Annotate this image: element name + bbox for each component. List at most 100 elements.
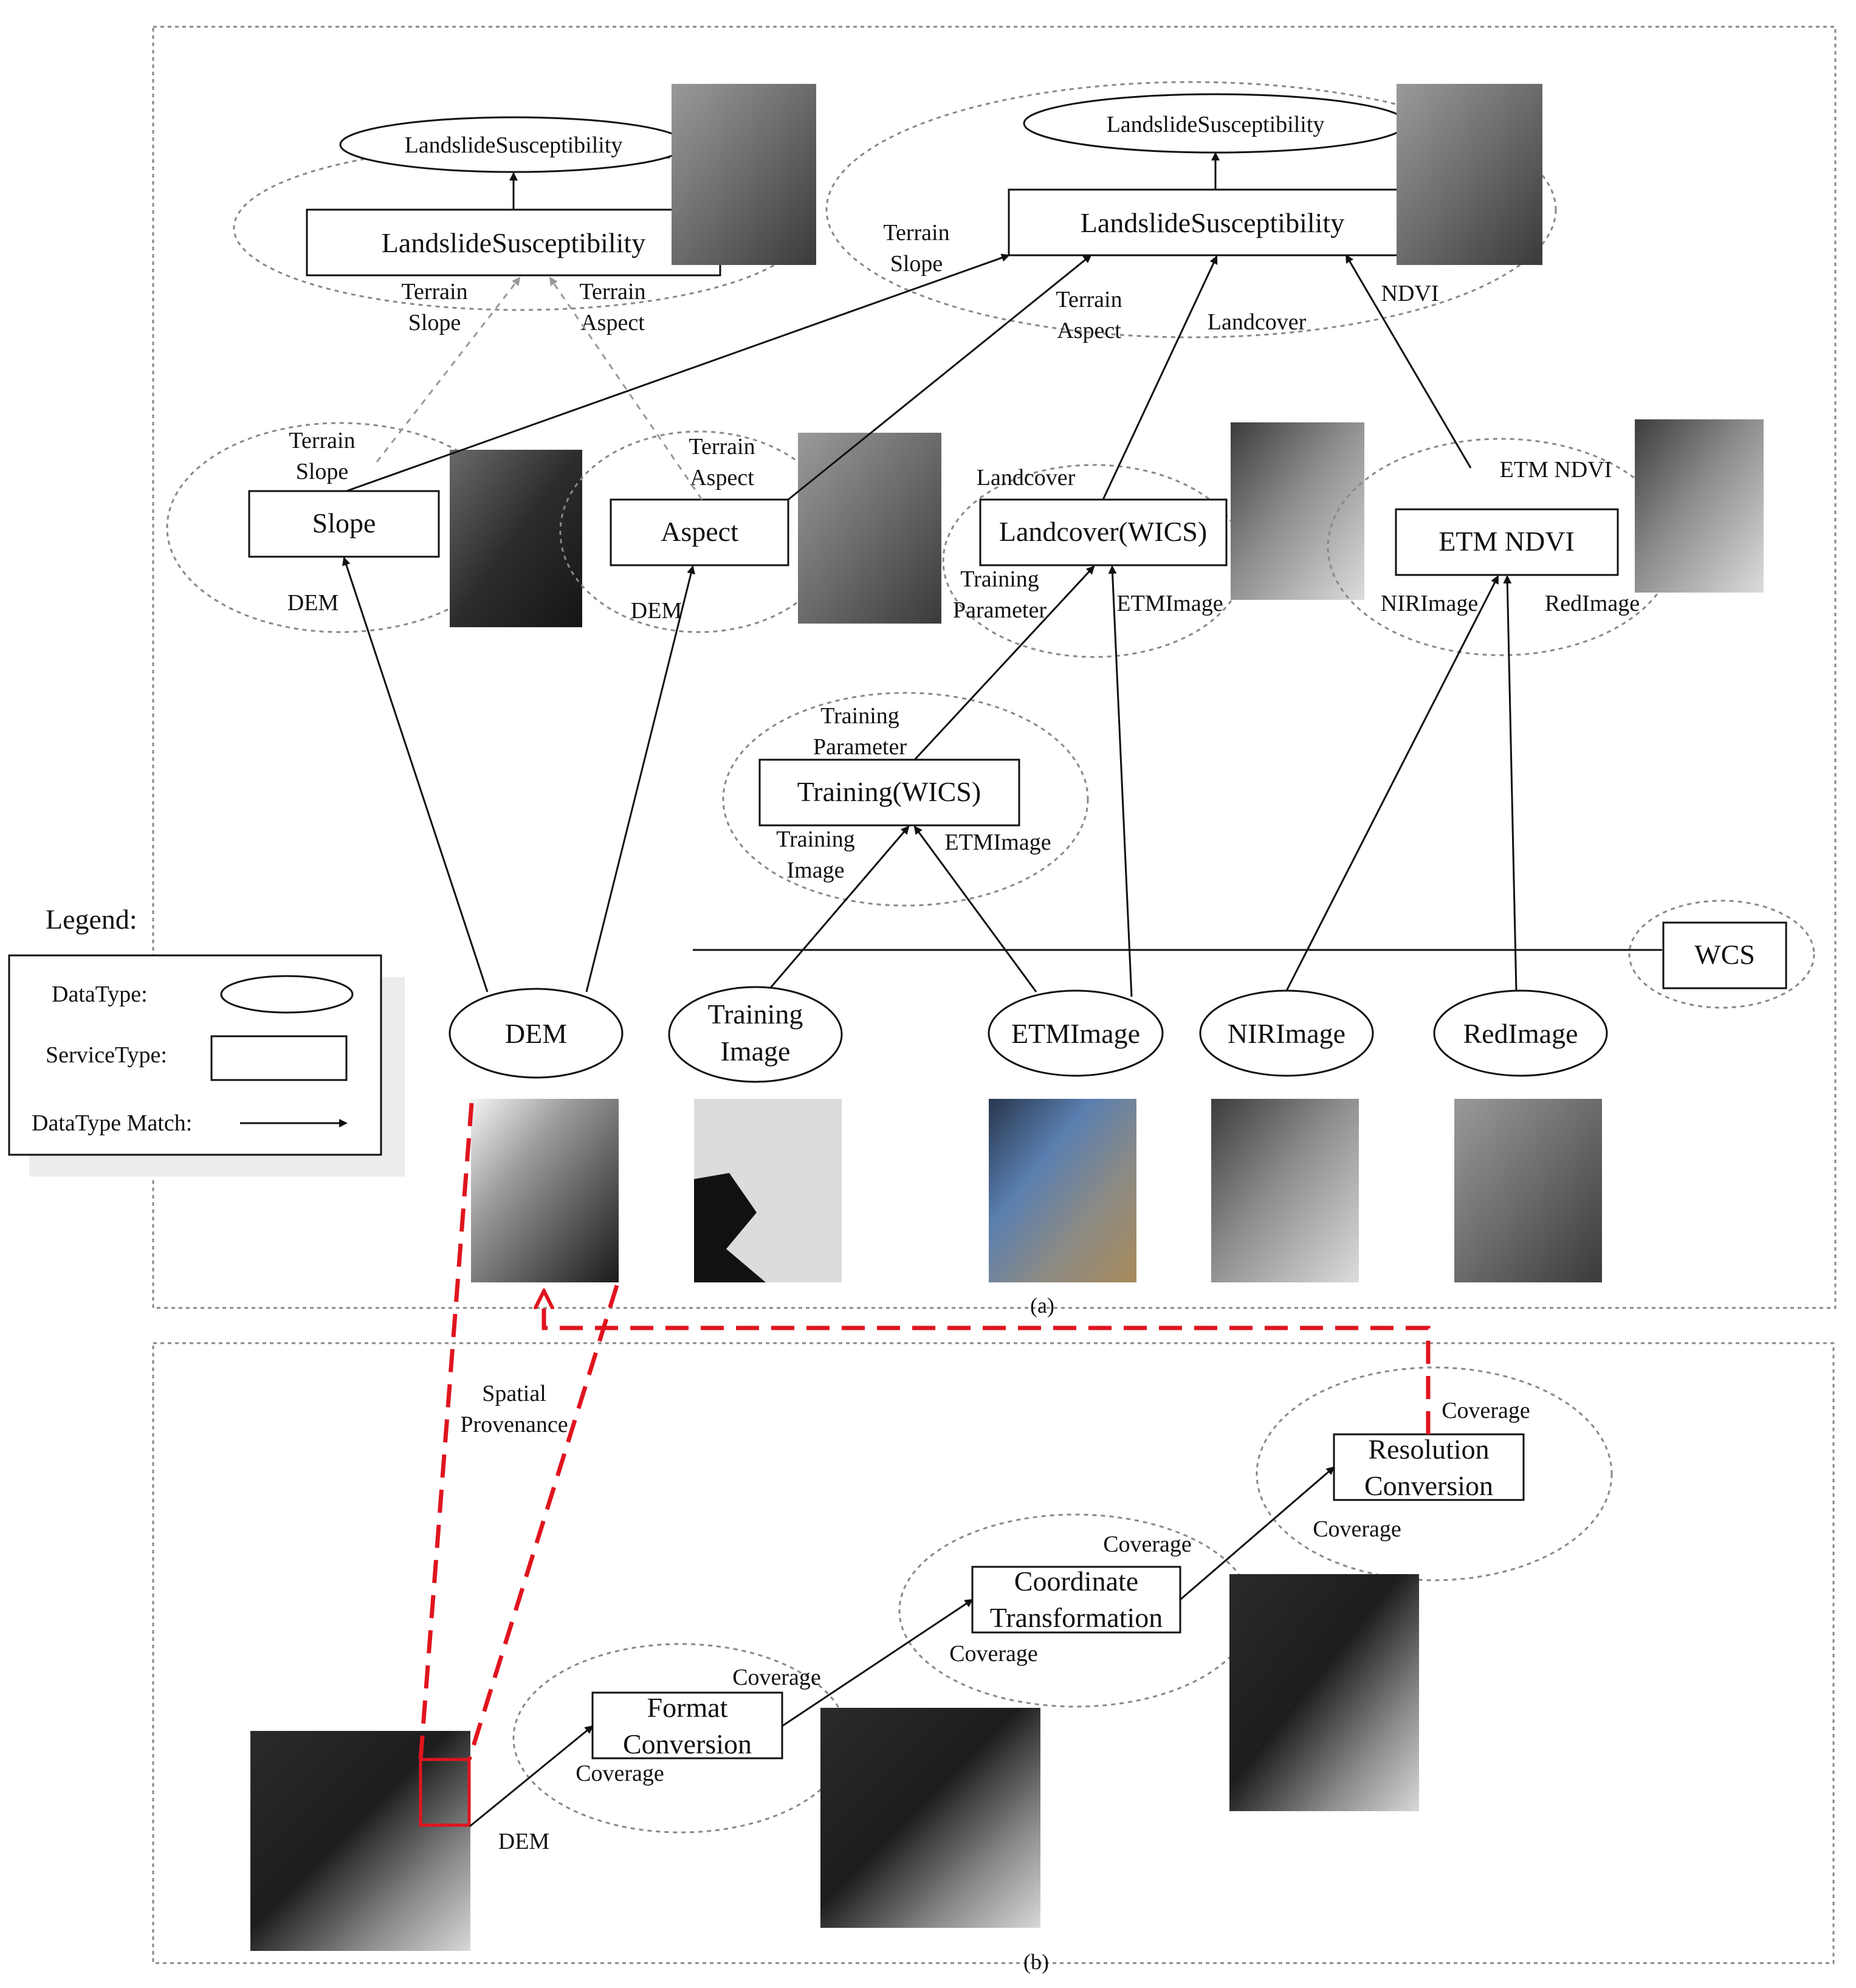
datatype-etm-label: ETMImage [1011, 1018, 1140, 1049]
datatype-training-image-label-2: Image [721, 1036, 791, 1067]
service-resolution-label-1: Resolution [1368, 1434, 1489, 1465]
service-etmndvi-label: ETM NDVI [1438, 526, 1575, 557]
datatype-dem-label: DEM [505, 1018, 567, 1049]
etmndvi-out-label: ETM NDVI [1500, 457, 1612, 483]
aspect-out-label-2: Aspect [690, 465, 754, 490]
service-etmndvi [1395, 508, 1619, 576]
slope-thumbnail [450, 450, 582, 627]
ls1-slope-label-2: Slope [408, 310, 461, 335]
format-thumbnail [820, 1708, 1040, 1928]
nir-thumbnail [1211, 1099, 1359, 1282]
resolution-out-label: Coverage [1442, 1398, 1530, 1423]
service-training [758, 758, 1020, 827]
service-landcover [979, 498, 1228, 566]
legend-servicetype-label: ServiceType: [46, 1042, 167, 1068]
ls2-slope-label-2: Slope [890, 251, 943, 277]
legend-datatype-symbol [220, 975, 354, 1014]
ls1-slope-label-1: Terrain [401, 279, 467, 304]
datatype-dem [449, 988, 624, 1079]
b-dem-thumbnail [250, 1731, 470, 1951]
service-slope-label: Slope [312, 507, 376, 538]
provenance-line-right [467, 1284, 619, 1761]
slope-out-label-2: Slope [296, 459, 349, 484]
panel-b-frame [152, 1342, 1835, 1964]
legend-datatype-label: DataType: [52, 982, 148, 1007]
service-landslide-right-label: LandslideSusceptibility [1081, 207, 1344, 238]
ls2-landcover-label: Landcover [1208, 309, 1307, 335]
legend-title: Legend: [46, 904, 137, 935]
service-coord-label-1: Coordinate [1014, 1566, 1138, 1597]
datatype-landslide-left-label: LandslideSusceptibility [405, 132, 623, 158]
landslide-left-thumbnail [672, 84, 816, 265]
service-slope [248, 490, 440, 558]
training-ti-label-2: Image [787, 858, 845, 883]
group-training [722, 692, 1089, 907]
group-wcs [1628, 899, 1815, 1009]
ls1-aspect-label-1: Terrain [579, 279, 645, 304]
datatype-training-image-label-1: Training [708, 999, 803, 1030]
b-dem-selection-box [419, 1758, 471, 1827]
format-out-label: Coverage [732, 1665, 821, 1690]
datatype-nir-label: NIRImage [1228, 1018, 1346, 1049]
coord-out-label: Coverage [1103, 1532, 1192, 1557]
landcover-tp-label-2: Parameter [953, 597, 1047, 623]
landcover-tp-label-1: Training [960, 566, 1039, 592]
service-landcover-label: Landcover(WICS) [999, 516, 1207, 547]
service-resolution-label-2: Conversion [1364, 1470, 1493, 1501]
service-aspect [610, 498, 789, 566]
dem-thumbnail [471, 1099, 619, 1282]
service-landslide-left [306, 208, 721, 277]
aspect-thumbnail [798, 433, 941, 624]
provenance-return-arrow [544, 1299, 1431, 1434]
format-in-label: Coverage [576, 1761, 664, 1786]
service-landslide-right [1008, 188, 1405, 256]
coord-in-label: Coverage [949, 1641, 1038, 1666]
training-out-label-1: Training [820, 703, 899, 729]
red-thumbnail [1454, 1099, 1602, 1282]
training-ti-label-1: Training [776, 827, 855, 852]
service-coord [971, 1566, 1181, 1634]
etm-thumbnail [989, 1099, 1136, 1282]
service-wcs [1662, 921, 1787, 989]
datatype-etm [988, 989, 1164, 1077]
panel-b-caption: (b) [1023, 1950, 1049, 1974]
ls2-aspect-label-1: Terrain [1056, 287, 1122, 312]
service-coord-label-2: Transformation [990, 1602, 1163, 1633]
coord-thumbnail [1229, 1574, 1419, 1811]
etmndvi-nir-label: NIRImage [1381, 591, 1478, 616]
etmndvi-thumbnail [1635, 419, 1764, 593]
spatial-provenance-label-1: Spatial [482, 1381, 546, 1406]
legend-servicetype-symbol [210, 1035, 348, 1081]
service-wcs-label: WCS [1694, 939, 1755, 970]
training-etm-label: ETMImage [944, 830, 1051, 855]
etmndvi-red-label: RedImage [1545, 591, 1640, 616]
training-out-label-2: Parameter [813, 734, 907, 760]
panel-a-caption: (a) [1030, 1293, 1054, 1318]
legend-match-label: DataType Match: [32, 1110, 192, 1136]
ls1-aspect-label-2: Aspect [580, 310, 645, 335]
service-format-label-2: Conversion [623, 1728, 752, 1759]
landcover-out-label: Landcover [977, 465, 1076, 490]
landcover-thumbnail [1231, 422, 1364, 600]
resolution-in-label: Coverage [1313, 1516, 1401, 1542]
landslide-right-thumbnail [1397, 84, 1542, 265]
group-landslide-right [825, 81, 1557, 339]
b-dem-label: DEM [498, 1829, 549, 1854]
datatype-red-label: RedImage [1463, 1018, 1578, 1049]
datatype-landslide-right-label: LandslideSusceptibility [1107, 112, 1325, 137]
ls2-aspect-label-2: Aspect [1057, 318, 1121, 343]
panel-a-frame [152, 26, 1837, 1309]
slope-in-label: DEM [287, 590, 339, 616]
datatype-training-image [668, 986, 843, 1083]
landcover-etm-label: ETMImage [1116, 591, 1223, 616]
ls2-slope-label-1: Terrain [883, 220, 949, 246]
datatype-red [1433, 989, 1608, 1077]
aspect-out-label-1: Terrain [689, 434, 755, 459]
service-resolution [1333, 1433, 1525, 1501]
aspect-in-label: DEM [631, 598, 682, 624]
ls2-ndvi-label: NDVI [1381, 281, 1439, 306]
service-format-label-1: Format [647, 1692, 728, 1723]
service-aspect-label: Aspect [661, 516, 738, 547]
spatial-provenance-label-2: Provenance [460, 1412, 568, 1437]
